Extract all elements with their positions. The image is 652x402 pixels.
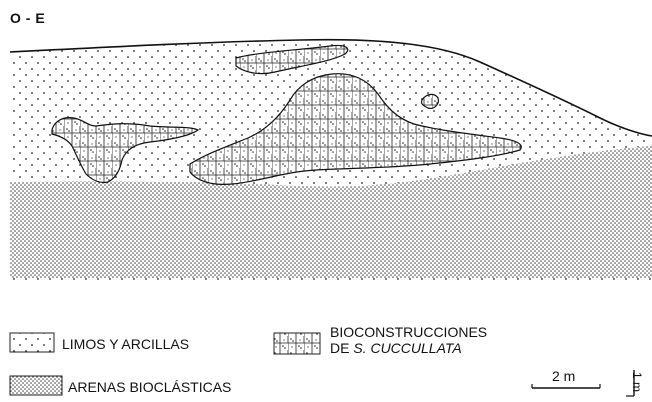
legend-swatch-bio [274, 333, 320, 354]
legend-label-bio: BIOCONSTRUCCIONES DE S. CUCCULLATA [330, 324, 487, 356]
legend-swatch-limos [10, 333, 54, 352]
scale-label-vertical: 1 m [630, 372, 644, 392]
legend-label-bio-line2: DE S. CUCCULLATA [330, 340, 487, 356]
scale-label-horizontal: 2 m [552, 368, 575, 384]
orientation-label: O - E [10, 10, 45, 26]
legend-label-bio-species: S. CUCCULLATA [353, 340, 461, 356]
legend-label-arenas: ARENAS BIOCLÁSTICAS [68, 379, 231, 395]
legend-label-bio-line1: BIOCONSTRUCCIONES [330, 324, 487, 340]
legend-swatch-arenas [10, 376, 62, 395]
legend-label-bio-prefix: DE [330, 340, 353, 356]
legend-label-limos: LIMOS Y ARCILLAS [62, 336, 189, 352]
